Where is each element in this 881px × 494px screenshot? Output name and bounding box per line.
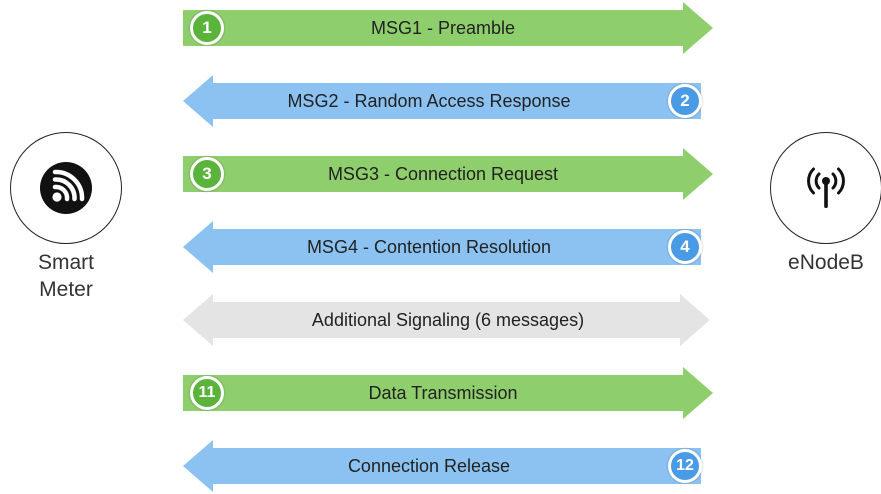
smart-meter-endpoint: Smart Meter (10, 132, 122, 303)
arrow-body (183, 440, 701, 492)
smart-meter-signal-icon (40, 162, 92, 214)
message-label: MSG2 - Random Access Response (287, 91, 571, 111)
arrow-body (183, 367, 713, 419)
enodeb-label: eNodeB (788, 251, 864, 274)
arrow-body (183, 221, 701, 273)
enodeb-circle (770, 132, 881, 244)
step-badge: 12 (668, 449, 702, 483)
arrow-body (183, 2, 713, 54)
step-badge: 3 (190, 157, 224, 191)
message-arrow-3: MSG3 - Connection Request 3 (0, 148, 881, 200)
message-label: Additional Signaling (6 messages) (311, 310, 585, 330)
smart-meter-label: Smart Meter (37, 251, 94, 301)
message-label: MSG1 - Preamble (370, 18, 516, 38)
message-arrow-6: Data Transmission 11 (0, 367, 881, 419)
message-label: Data Transmission (368, 383, 518, 403)
step-badge: 4 (668, 230, 702, 264)
arrow-body (183, 75, 701, 127)
arrow-shape (183, 367, 713, 419)
antenna-tower-icon (807, 167, 845, 208)
step-badge: 11 (190, 376, 224, 410)
arrow-shape (183, 221, 701, 273)
message-arrow-2: MSG2 - Random Access Response 2 (0, 75, 881, 127)
step-badge: 2 (668, 84, 702, 118)
message-arrow-1: MSG1 - Preamble 1 (0, 2, 881, 54)
message-label: MSG3 - Connection Request (327, 164, 559, 184)
arrow-body (183, 294, 710, 346)
step-badge: 1 (190, 11, 224, 45)
message-arrow-7: Connection Release 12 (0, 440, 881, 492)
message-label: MSG4 - Contention Resolution (306, 237, 552, 257)
arrow-shape (183, 2, 713, 54)
arrow-body (183, 148, 713, 200)
message-arrow-5: Additional Signaling (6 messages) (0, 294, 881, 346)
message-label: Connection Release (347, 456, 511, 476)
smart-meter-circle (10, 132, 122, 244)
message-arrow-4: MSG4 - Contention Resolution 4 (0, 221, 881, 273)
arrow-shape (183, 294, 710, 346)
arrow-shape (183, 148, 713, 200)
arrow-shape (183, 75, 701, 127)
arrow-shape (183, 440, 701, 492)
enodeb-endpoint: eNodeB (770, 132, 881, 276)
